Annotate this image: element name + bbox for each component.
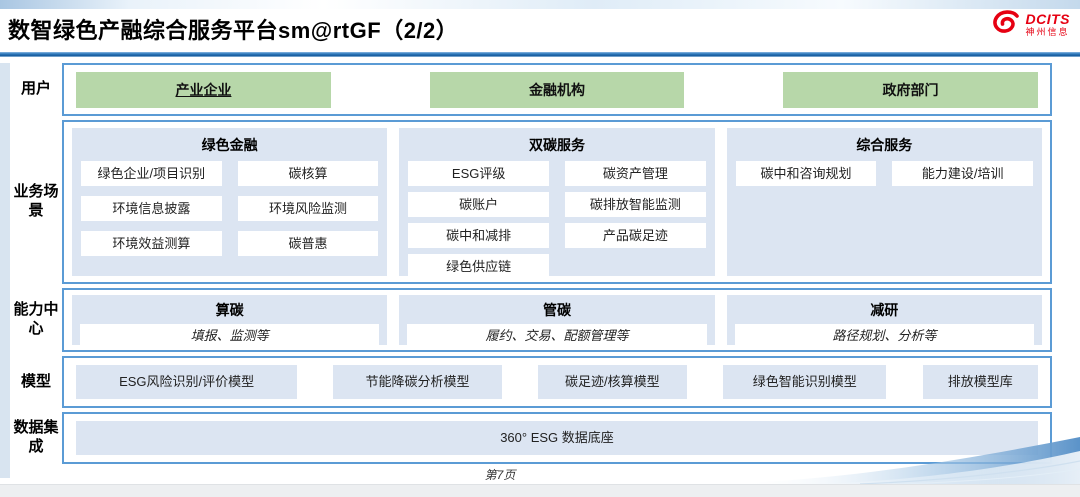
capability-desc: 履约、交易、配额管理等 (407, 324, 707, 348)
data-integration-container: 360° ESG 数据底座 (62, 412, 1052, 464)
scenario-item: 能力建设/培训 (892, 161, 1033, 186)
title-divider (0, 52, 1080, 57)
panel-title: 综合服务 (856, 137, 913, 153)
model-box: 绿色智能识别模型 (722, 365, 887, 399)
capability-desc: 填报、监测等 (80, 324, 380, 348)
row-capabilities: 能力中心 算碳 填报、监测等 管碳 履约、交易、配额管理等 减研 路径规划、分析… (10, 288, 1052, 352)
scenarios-container: 绿色金融 绿色企业/项目识别 碳核算 环境信息披露 环境风险监测 环境效益测算 … (62, 120, 1052, 284)
capabilities-container: 算碳 填报、监测等 管碳 履约、交易、配额管理等 减研 路径规划、分析等 (62, 288, 1052, 352)
bottom-gray-bar (0, 484, 1080, 497)
user-box: 金融机构 (429, 71, 685, 108)
scenario-panel-green-finance: 绿色金融 绿色企业/项目识别 碳核算 环境信息披露 环境风险监测 环境效益测算 … (72, 128, 388, 276)
scenario-item: 环境效益测算 (81, 231, 222, 256)
capability-desc: 路径规划、分析等 (734, 324, 1034, 348)
user-box: 产业企业 (76, 71, 331, 108)
scenario-panel-dual-carbon: 双碳服务 ESG评级 碳资产管理 碳账户 碳排放智能监测 碳中和减排 产品碳足迹… (399, 128, 715, 279)
model-box: 碳足迹/核算模型 (537, 365, 687, 399)
bottom-swoosh-decoration (740, 437, 1080, 485)
scenario-item: ESG评级 (408, 161, 549, 186)
left-accent-strip (0, 63, 10, 478)
scenario-item: 碳核算 (237, 161, 379, 186)
row-users: 用户 产业企业 金融机构 政府部门 (10, 63, 1052, 116)
row-label-capabilities: 能力中心 (13, 301, 59, 337)
scenario-item: 碳中和减排 (408, 223, 549, 248)
data-base-box: 360° ESG 数据底座 (76, 421, 1038, 455)
row-label-users: 用户 (20, 80, 51, 98)
row-label-data-integration: 数据集成 (13, 419, 59, 455)
scenario-item: 碳排放智能监测 (564, 192, 706, 217)
top-gradient-band (0, 0, 1080, 9)
dcits-logo: DCITS 神州信息 (987, 9, 1071, 40)
brand-name: DCITS (1025, 11, 1070, 27)
model-box: 排放模型库 (922, 365, 1038, 399)
scenario-item: 绿色供应链 (408, 254, 549, 279)
panel-grid: ESG评级 碳资产管理 碳账户 碳排放智能监测 碳中和减排 产品碳足迹 绿色供应… (408, 161, 706, 279)
users-container: 产业企业 金融机构 政府部门 (62, 63, 1052, 116)
capability-title: 算碳 (215, 302, 244, 318)
page-number: 第7页 (484, 468, 516, 482)
scenario-item: 碳普惠 (237, 231, 379, 256)
logo-text: DCITS 神州信息 (1026, 12, 1071, 37)
capability-panel: 算碳 填报、监测等 (72, 295, 388, 348)
capability-panel: 减研 路径规划、分析等 (726, 295, 1042, 348)
row-models: 模型 ESG风险识别/评价模型 节能降碳分析模型 碳足迹/核算模型 绿色智能识别… (10, 356, 1052, 408)
panel-grid: 碳中和咨询规划 能力建设/培训 (735, 161, 1033, 186)
dcits-swirl-icon (987, 9, 1021, 40)
models-container: ESG风险识别/评价模型 节能降碳分析模型 碳足迹/核算模型 绿色智能识别模型 … (62, 356, 1052, 408)
row-label-scenarios: 业务场景 (13, 183, 59, 219)
scenario-item: 碳资产管理 (564, 161, 706, 186)
row-scenarios: 业务场景 绿色金融 绿色企业/项目识别 碳核算 环境信息披露 环境风险监测 环境… (10, 120, 1052, 284)
row-label-models: 模型 (20, 372, 51, 390)
page-title: 数智绿色产融综合服务平台sm@rtGF（2/2） (8, 18, 459, 43)
scenario-item: 碳账户 (408, 192, 549, 217)
scenario-item: 环境信息披露 (81, 196, 222, 221)
scenario-item: 绿色企业/项目识别 (81, 161, 222, 186)
panel-title: 双碳服务 (528, 137, 585, 153)
scenario-item: 碳中和咨询规划 (735, 161, 877, 186)
user-box: 政府部门 (783, 71, 1038, 108)
capability-panel: 管碳 履约、交易、配额管理等 (399, 295, 715, 348)
capability-title: 管碳 (542, 302, 571, 318)
model-box: ESG风险识别/评价模型 (76, 365, 298, 399)
capability-title: 减研 (870, 302, 899, 318)
brand-subname: 神州信息 (1025, 27, 1070, 37)
scenario-item: 环境风险监测 (237, 196, 379, 221)
scenario-panel-comprehensive: 综合服务 碳中和咨询规划 能力建设/培训 (726, 128, 1042, 276)
panel-title: 绿色金融 (201, 137, 258, 153)
row-data-integration: 数据集成 360° ESG 数据底座 (10, 412, 1052, 464)
panel-grid: 绿色企业/项目识别 碳核算 环境信息披露 环境风险监测 环境效益测算 碳普惠 (81, 161, 379, 256)
scenario-item: 产品碳足迹 (564, 223, 706, 248)
model-box: 节能降碳分析模型 (333, 365, 502, 399)
